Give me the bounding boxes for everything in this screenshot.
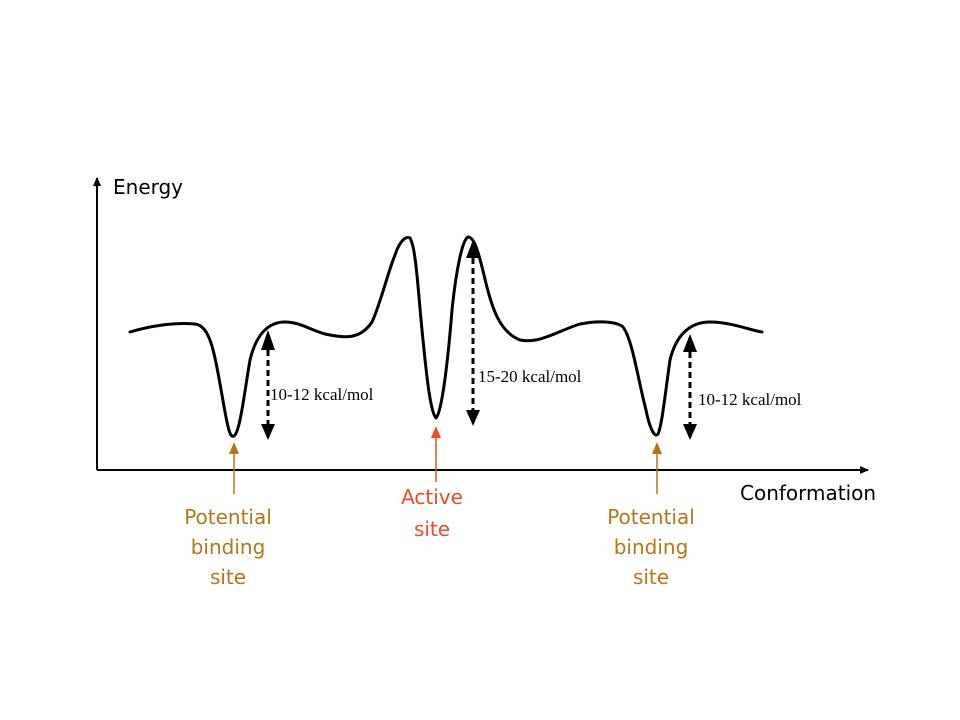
right-barrier-arrowhead-up: [683, 334, 697, 352]
svg-text:binding: binding: [191, 535, 266, 559]
svg-text:site: site: [633, 565, 669, 589]
svg-text:site: site: [414, 517, 450, 541]
energy-curve: [128, 235, 764, 438]
middle-barrier-label: 15-20 kcal/mol: [478, 367, 582, 386]
svg-text:Active: Active: [401, 485, 463, 509]
left-barrier-label: 10-12 kcal/mol: [270, 385, 374, 404]
left-barrier-arrowhead-down: [261, 424, 275, 440]
right-barrier-arrowhead-down: [683, 424, 697, 440]
x-axis-label: Conformation: [740, 481, 876, 505]
left-site-label: Potential binding site: [184, 505, 272, 589]
svg-text:Potential: Potential: [607, 505, 695, 529]
svg-text:site: site: [210, 565, 246, 589]
left-barrier-arrowhead-up: [261, 330, 275, 350]
right-site-pointer-head: [652, 442, 662, 454]
middle-barrier-arrowhead-down: [466, 410, 480, 426]
right-site-label: Potential binding site: [607, 505, 695, 589]
right-barrier-label: 10-12 kcal/mol: [698, 390, 802, 409]
svg-text:Potential: Potential: [184, 505, 272, 529]
active-site-pointer-head: [431, 426, 441, 438]
y-axis-label: Energy: [113, 175, 183, 199]
active-site-label: Active site: [401, 485, 463, 541]
left-site-pointer-head: [229, 442, 239, 454]
svg-text:binding: binding: [614, 535, 689, 559]
middle-barrier-arrowhead-up: [466, 240, 480, 258]
